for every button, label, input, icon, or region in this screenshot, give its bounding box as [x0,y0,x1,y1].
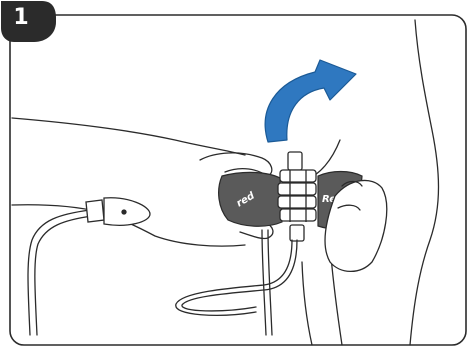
step-number: 1 [13,5,29,30]
right-hand [324,179,388,273]
cable-plug [85,197,151,226]
connector-clip [277,151,317,242]
right-sensor-label: Red [322,194,344,205]
sensor-cable [27,209,298,336]
rotation-arrow [264,59,357,143]
curved-arrow-icon [264,59,357,143]
left-sensor-pad: red [218,171,283,227]
step-badge-shape [1,1,56,42]
